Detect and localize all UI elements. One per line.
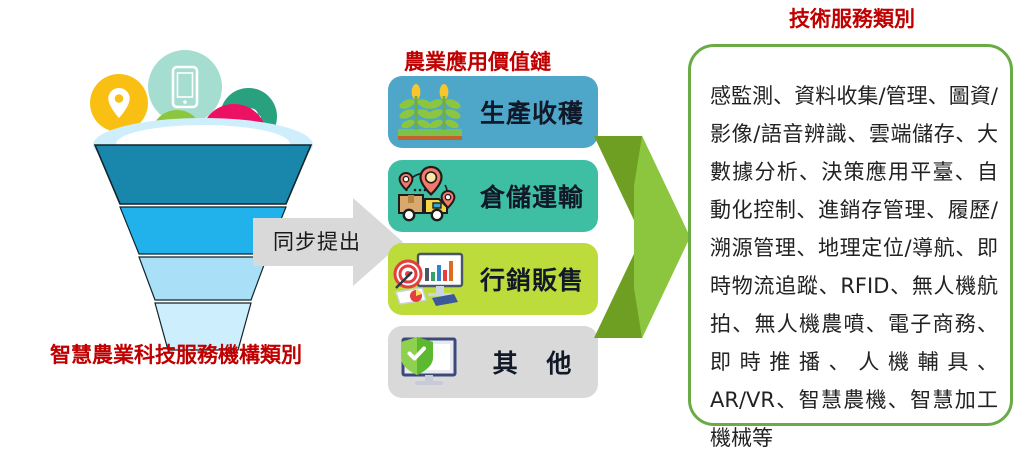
- funnel-body: [93, 144, 313, 351]
- diagram-canvas: 同步提出: [18, 7, 1013, 450]
- crops-harvest-icon: [388, 78, 472, 146]
- title-value-chain: 農業應用價值鏈: [404, 50, 551, 74]
- location-pin-icon: [90, 74, 148, 132]
- value-chain-card-other[interactable]: 其 他: [388, 326, 598, 398]
- green-chevron-arrow: [594, 128, 690, 346]
- value-chain-card-label: 生產收穫: [479, 99, 584, 128]
- smart-agriculture-funnel: [18, 42, 318, 382]
- sync-submit-label: 同步提出: [273, 230, 361, 254]
- title-org-category: 智慧農業科技服務機構類別: [50, 343, 302, 367]
- marketing-chart-icon: [388, 245, 472, 313]
- value-chain-card-label: 倉儲運輸: [479, 183, 584, 212]
- value-chain-card-label: 行銷販售: [479, 266, 584, 295]
- truck-delivery-icon: [388, 162, 472, 230]
- value-chain-card-production[interactable]: 生產收穫: [388, 76, 598, 148]
- tech-service-body-text: 感監測、資料收集/管理、圖資/影像/語音辨識、雲端儲存、大數據分析、決策應用平臺…: [710, 84, 998, 450]
- value-chain-card-logistics[interactable]: 倉儲運輸: [388, 160, 598, 232]
- arrow-shape: [253, 198, 403, 286]
- tech-service-panel: 感監測、資料收集/管理、圖資/影像/語音辨識、雲端儲存、大數據分析、決策應用平臺…: [688, 44, 1013, 450]
- shield-monitor-icon: [388, 328, 472, 396]
- sync-submit-arrow: 同步提出: [253, 196, 403, 288]
- smartphone-icon: [148, 50, 222, 124]
- value-chain-card-label: 其 他: [492, 349, 582, 378]
- title-tech-service: 技術服務類別: [789, 7, 915, 31]
- value-chain-card-marketing[interactable]: 行銷販售: [388, 243, 598, 315]
